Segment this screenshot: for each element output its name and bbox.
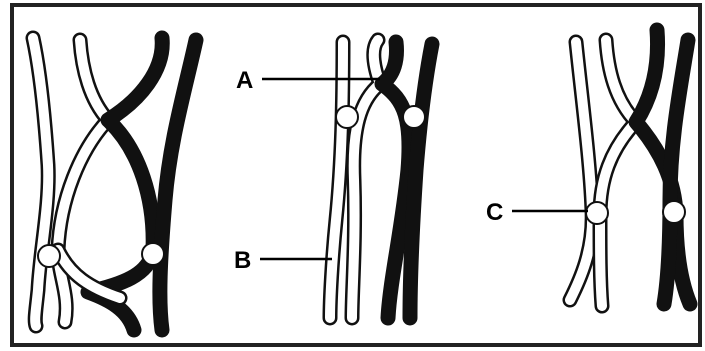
- middle-centromere-white: [336, 106, 358, 128]
- left-centromere-white: [38, 245, 60, 267]
- label-b: B: [234, 247, 251, 274]
- middle-centromere-dark: [403, 106, 425, 128]
- label-c: C: [486, 199, 503, 226]
- label-a: A: [236, 67, 253, 94]
- right-centromere-white: [586, 202, 608, 224]
- left-centromere-dark: [142, 243, 164, 265]
- right-centromere-dark: [663, 201, 685, 223]
